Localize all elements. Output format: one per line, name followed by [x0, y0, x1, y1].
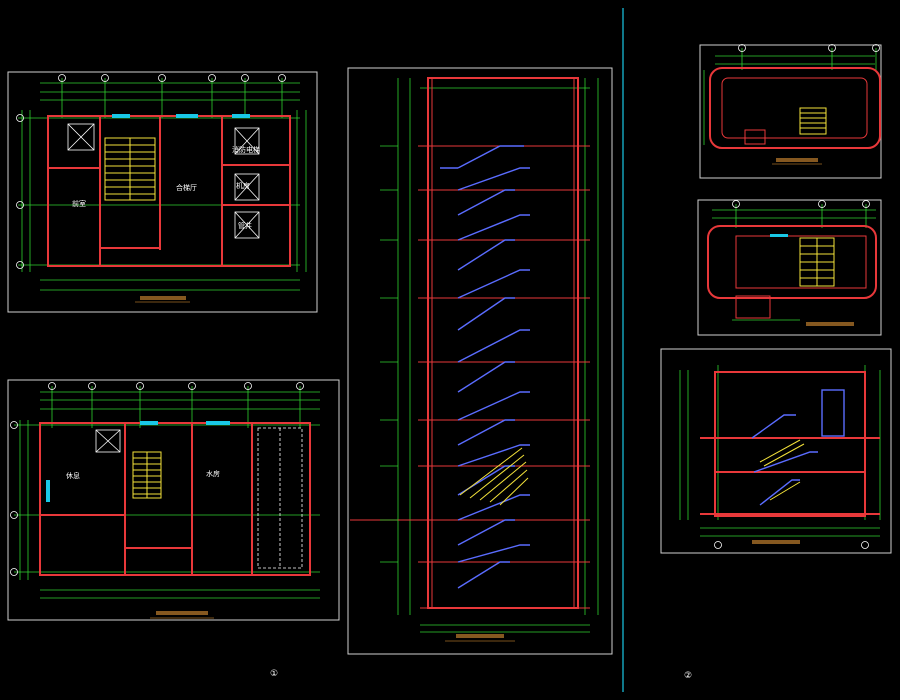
dimension-lines — [18, 78, 307, 291]
panel-border — [697, 199, 882, 336]
panel-title-mark — [752, 540, 800, 544]
axis-bubbles — [732, 200, 870, 208]
elevator-shafts — [95, 429, 121, 453]
panel-roof-plan — [699, 44, 882, 179]
stair-treads — [759, 439, 805, 501]
dimension-lines — [14, 386, 320, 599]
room-label-machine: 机房 — [236, 181, 250, 190]
elevator-shafts — [67, 123, 260, 239]
window — [46, 480, 50, 502]
room-label-front-room: 前室 — [72, 199, 86, 208]
panel-stair-section — [347, 67, 613, 655]
panel-floor-plan-lower: 休息 水房 — [7, 379, 340, 621]
group-label-1: ① — [270, 669, 278, 679]
panel-title-mark — [776, 158, 818, 162]
axis-bubbles — [16, 74, 286, 269]
panel-title-mark — [806, 322, 854, 326]
panel-border — [660, 348, 892, 554]
dimension-lines — [703, 48, 877, 145]
panel-floor-plan-upper: 前室 消防电梯 合梯厅 机房 管井 — [7, 71, 318, 313]
window — [770, 234, 788, 237]
room-label-elevator: 消防电梯 — [232, 145, 260, 154]
stair-flights — [440, 145, 530, 589]
room-label-pipe: 管井 — [238, 221, 252, 230]
axis-bubbles — [10, 382, 304, 576]
entry-porch — [735, 295, 771, 319]
parapet-outline — [707, 225, 877, 299]
walls — [39, 422, 311, 576]
window — [176, 114, 198, 118]
window — [232, 114, 250, 118]
level-ticks — [380, 145, 398, 563]
panel-title-mark — [140, 296, 186, 300]
parapet-outline — [709, 67, 881, 149]
room-label-water: 水房 — [206, 469, 220, 478]
window — [206, 421, 230, 425]
panel-floor-plan-right — [697, 199, 882, 336]
stair-hatch — [459, 447, 529, 506]
room-label-hall: 合梯厅 — [176, 183, 197, 192]
stair-treads — [104, 137, 156, 201]
group-label-2: ② — [684, 671, 692, 681]
room-label-rest: 休息 — [66, 471, 80, 480]
window — [112, 114, 130, 118]
hatch-opening — [744, 129, 766, 145]
panel-section-right — [660, 348, 892, 554]
section-walls — [700, 371, 880, 517]
panel-title-mark — [156, 611, 208, 615]
axis-bubbles — [738, 44, 880, 52]
dimension-lines — [712, 204, 876, 321]
dimension-lines — [397, 78, 599, 633]
stair-flights — [751, 389, 845, 506]
section-walls — [427, 77, 579, 609]
panel-border — [347, 67, 613, 655]
stair-treads — [799, 107, 827, 135]
panel-title-mark — [456, 634, 504, 638]
equipment-outline — [257, 427, 303, 569]
window — [140, 421, 158, 425]
inner-outline — [721, 77, 868, 139]
inner-outline — [735, 235, 867, 289]
axis-bubbles — [714, 541, 869, 549]
stair-treads — [132, 451, 162, 499]
panel-border — [7, 71, 318, 313]
stair-treads — [799, 237, 835, 287]
walls — [47, 115, 291, 267]
panel-border — [7, 379, 340, 621]
